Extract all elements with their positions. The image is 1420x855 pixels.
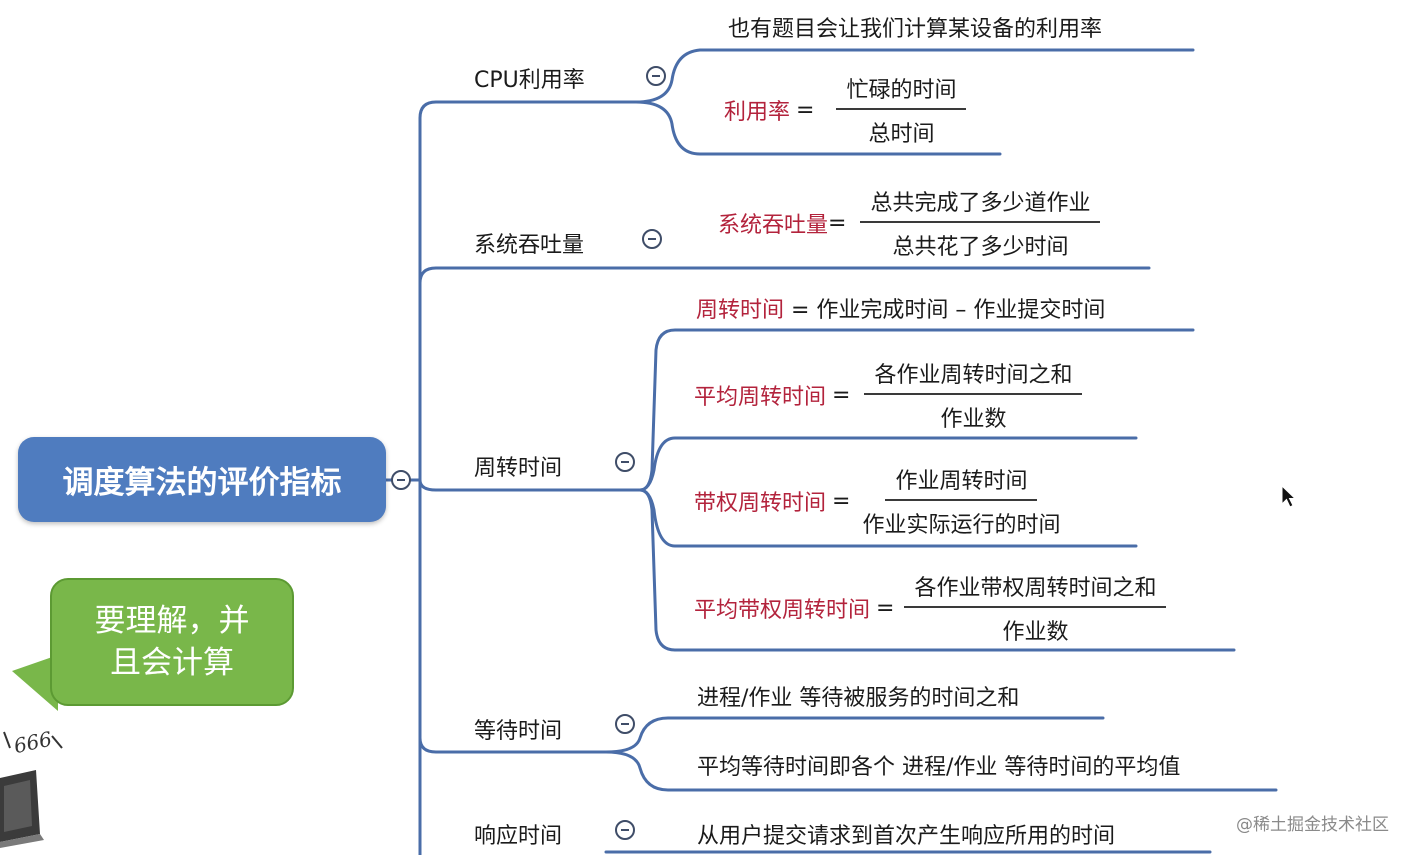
- leaf-cpu-note[interactable]: 也有题目会让我们计算某设备的利用率: [728, 17, 1103, 42]
- fraction-denominator: 总时间: [868, 122, 935, 147]
- bubble-line-2: 且会计算: [110, 645, 234, 681]
- branch-response-time[interactable]: 响应时间: [474, 824, 563, 849]
- term-avg-turnaround: 平均周转时间: [694, 385, 827, 410]
- branch-throughput[interactable]: 系统吞吐量: [474, 233, 585, 258]
- equals-sign: =: [832, 382, 851, 408]
- laptop-sticker-icon: 666: [0, 727, 63, 848]
- collapse-waiting-icon[interactable]: [615, 714, 635, 734]
- sticker-text: 666: [12, 727, 55, 758]
- leaf-avg-weighted-turnaround-formula[interactable]: 平均带权周转时间 = 各作业带权周转时间之和 作业数: [694, 570, 1167, 646]
- leaf-throughput-formula[interactable]: 系统吞吐量 = 总共完成了多少道作业 总共花了多少时间: [718, 185, 1101, 261]
- fraction-denominator: 总共花了多少时间: [892, 235, 1069, 260]
- mouse-cursor-icon: [1281, 485, 1297, 508]
- fraction-denominator: 作业数: [940, 407, 1007, 432]
- equals-sign: =: [796, 97, 815, 123]
- leaf-avg-turnaround-formula[interactable]: 平均周转时间 = 各作业周转时间之和 作业数: [694, 357, 1083, 433]
- collapse-cpu-icon[interactable]: [646, 66, 666, 86]
- fraction: 各作业周转时间之和 作业数: [864, 357, 1083, 433]
- term-utilization: 利用率: [724, 100, 791, 125]
- collapse-root-icon[interactable]: [391, 470, 411, 490]
- speech-bubble: 要理解，并 且会计算: [50, 578, 294, 706]
- equals-sign: =: [876, 595, 895, 621]
- fraction: 总共完成了多少道作业 总共花了多少时间: [860, 185, 1101, 261]
- fraction-numerator: 各作业带权周转时间之和: [904, 570, 1167, 608]
- root-title: 调度算法的评价指标: [62, 465, 342, 501]
- term-turnaround: 周转时间: [696, 298, 785, 323]
- fraction: 作业周转时间 作业实际运行的时间: [862, 463, 1060, 539]
- root-topic[interactable]: 调度算法的评价指标: [18, 437, 386, 522]
- leaf-cpu-formula[interactable]: 利用率 = 忙碌的时间 总时间: [724, 72, 967, 148]
- branch-waiting-time[interactable]: 等待时间: [474, 719, 563, 744]
- fraction-denominator: 作业实际运行的时间: [862, 513, 1061, 538]
- leaf-turnaround-definition[interactable]: 周转时间 = 作业完成时间 – 作业提交时间: [696, 292, 1105, 324]
- leaf-avg-waiting-definition[interactable]: 平均等待时间即各个 进程/作业 等待时间的平均值: [697, 755, 1181, 780]
- turnaround-equation: = 作业完成时间 – 作业提交时间: [784, 298, 1106, 323]
- collapse-response-icon[interactable]: [615, 820, 635, 840]
- branch-cpu-utilization[interactable]: CPU利用率: [474, 68, 585, 93]
- watermark: @稀土掘金技术社区: [1236, 815, 1389, 835]
- term-avg-weighted-turnaround: 平均带权周转时间: [694, 598, 871, 623]
- leaf-waiting-definition[interactable]: 进程/作业 等待被服务的时间之和: [697, 686, 1020, 711]
- fraction: 各作业带权周转时间之和 作业数: [904, 570, 1167, 646]
- leaf-weighted-turnaround-formula[interactable]: 带权周转时间 = 作业周转时间 作业实际运行的时间: [694, 463, 1060, 539]
- collapse-turnaround-icon[interactable]: [615, 452, 635, 472]
- bubble-line-1: 要理解，并: [94, 603, 250, 639]
- fraction-numerator: 各作业周转时间之和: [864, 357, 1083, 395]
- equals-sign: =: [832, 488, 851, 514]
- collapse-throughput-icon[interactable]: [642, 229, 662, 249]
- fraction-denominator: 作业数: [1002, 620, 1069, 645]
- branch-turnaround-time[interactable]: 周转时间: [474, 456, 563, 481]
- equals-sign: =: [828, 210, 847, 236]
- fraction-numerator: 总共完成了多少道作业: [860, 185, 1101, 223]
- leaf-response-definition[interactable]: 从用户提交请求到首次产生响应所用的时间: [697, 824, 1116, 849]
- term-weighted-turnaround: 带权周转时间: [694, 491, 827, 516]
- fraction-numerator: 作业周转时间: [885, 463, 1038, 501]
- term-throughput: 系统吞吐量: [718, 213, 829, 238]
- fraction-numerator: 忙碌的时间: [836, 72, 967, 110]
- fraction: 忙碌的时间 总时间: [836, 72, 967, 148]
